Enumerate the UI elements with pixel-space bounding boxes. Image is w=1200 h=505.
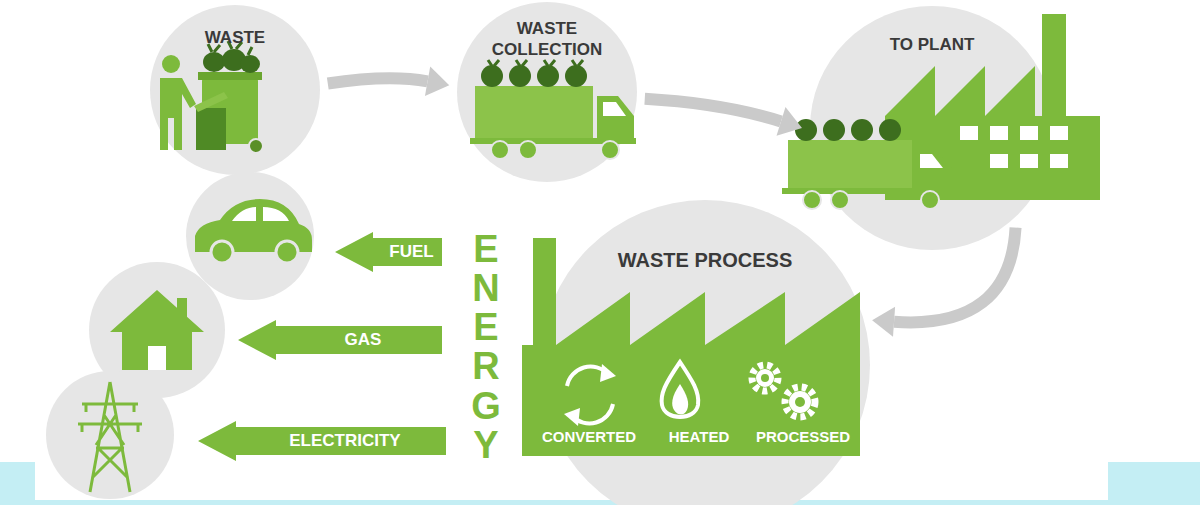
energy-word: ENERGY bbox=[467, 230, 505, 465]
collection-truck bbox=[470, 60, 636, 159]
node-text: GAS bbox=[345, 329, 382, 350]
arrow-outline bbox=[238, 320, 442, 360]
flow-arrow bbox=[645, 99, 802, 136]
process-factory bbox=[522, 238, 860, 456]
arrow-outline bbox=[335, 232, 442, 272]
car-circle bbox=[186, 172, 314, 300]
node-text: WASTE PROCESS bbox=[588, 248, 822, 273]
node-shape bbox=[238, 320, 442, 360]
car-icon bbox=[195, 199, 312, 263]
fuel-arrow: FUEL bbox=[335, 232, 442, 272]
house-icon bbox=[110, 290, 204, 370]
circle-outline bbox=[457, 2, 637, 182]
flow-arrow bbox=[328, 67, 449, 97]
step-label: HEATED bbox=[655, 428, 743, 445]
step-label: PROCESSED bbox=[745, 428, 861, 445]
node-text: WASTE bbox=[173, 27, 297, 48]
flow-arrow bbox=[872, 228, 1015, 337]
pylon-circle bbox=[46, 371, 174, 499]
node-text: FUEL bbox=[389, 241, 433, 262]
person-and-bins bbox=[160, 41, 263, 153]
circle-outline bbox=[150, 5, 320, 175]
electricity-arrow: ELECTRICITY bbox=[198, 421, 446, 461]
pylon-icon bbox=[78, 382, 142, 492]
node-text: TO PLANT bbox=[870, 34, 994, 55]
step-label: CONVERTED bbox=[526, 428, 652, 445]
node-text: ELECTRICITY bbox=[289, 430, 400, 451]
node-text: WASTE COLLECTION bbox=[480, 18, 614, 61]
plant-factory bbox=[782, 14, 1100, 209]
arrow-outline bbox=[198, 421, 446, 461]
gas-arrow: GAS bbox=[238, 320, 442, 360]
white-panel bbox=[35, 462, 1108, 500]
